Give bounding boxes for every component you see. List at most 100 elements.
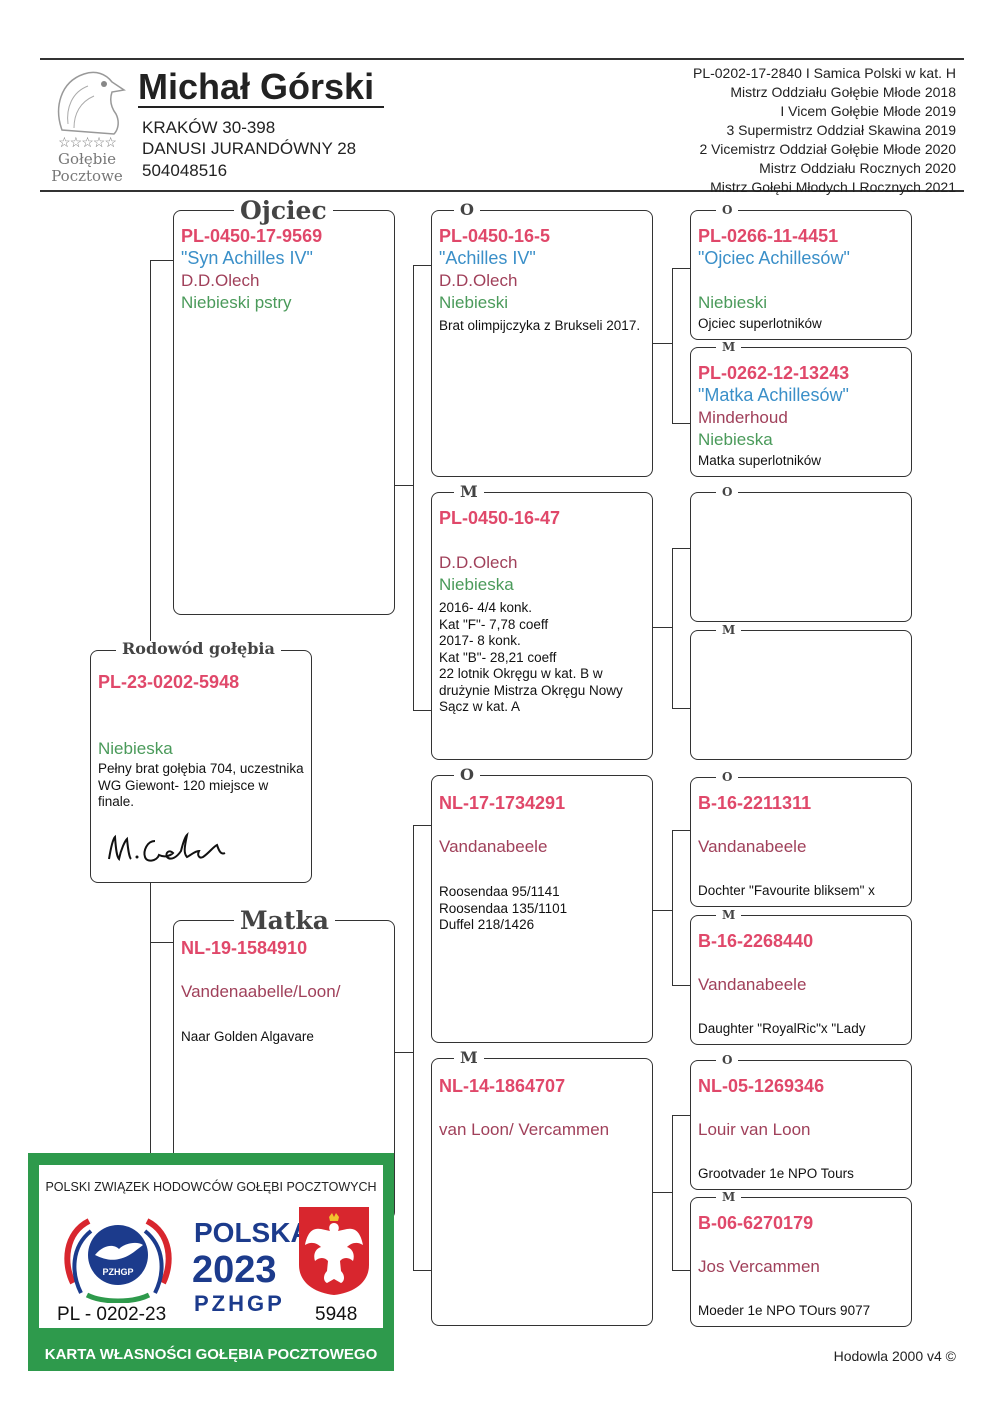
fff-note: Ojciec superlotników	[698, 316, 822, 331]
mother-ring: NL-19-1584910	[181, 938, 308, 958]
connector	[672, 985, 690, 986]
mmf-label: O	[716, 1054, 739, 1066]
header-top-rule	[40, 58, 964, 60]
mfm-box: M B-16-2268440 Vandanabeele Daughter "Ro…	[690, 909, 912, 1045]
connector	[653, 910, 672, 911]
subject-note: Pełny brat gołębia 704, uczestnika WG Gi…	[98, 761, 304, 809]
logo-stars: ☆☆☆☆☆	[58, 134, 117, 150]
card-inner: POLSKI ZWIĄZEK HODOWCÓW GOŁĘBI POCZTOWYC…	[39, 1165, 383, 1328]
mmf-ring: NL-05-1269346	[698, 1076, 825, 1096]
title-line: 2 Vicemistrz Oddział Gołębie Młode 2020	[699, 141, 956, 157]
father-breeder: D.D.Olech	[181, 271, 260, 290]
fm-note-line: Kat "B"- 28,21 coeff	[439, 649, 557, 665]
card-abbr: PZHGP	[194, 1291, 285, 1316]
mf-note-line: Roosendaa 95/1141	[439, 884, 560, 899]
connector	[413, 1270, 431, 1271]
mmm-note: Moeder 1e NPO TOurs 9077	[698, 1303, 871, 1318]
ffm-note: Matka superlotników	[698, 453, 822, 468]
connector	[672, 548, 690, 549]
mff-note: Dochter "Favourite bliksem" x	[698, 883, 875, 898]
owner-name: Michał Górski	[138, 66, 375, 107]
ffm-breeder: Minderhoud	[698, 408, 788, 427]
mf-notes: Roosendaa 95/1141 Roosendaa 135/1101 Duf…	[439, 884, 646, 934]
mother-note: Naar Golden Algavare	[181, 1029, 314, 1044]
connector	[395, 485, 413, 486]
connector	[672, 830, 690, 831]
fff-label: O	[716, 204, 739, 216]
mff-label: O	[716, 771, 739, 783]
connector	[672, 423, 690, 424]
connector	[672, 1270, 690, 1271]
connector	[672, 708, 690, 709]
ff-color: Niebieski	[439, 293, 508, 312]
fmm-box: M	[690, 624, 912, 760]
mm-box: M NL-14-1864707 van Loon/ Vercammen	[431, 1050, 653, 1326]
father-ring: PL-0450-17-9569	[181, 226, 323, 246]
mmm-label: M	[716, 1191, 742, 1203]
connector	[413, 265, 414, 710]
pzhgp-emblem-icon: PZHGP	[64, 1218, 172, 1303]
fff-ring: PL-0266-11-4451	[698, 226, 839, 246]
mmf-breeder: Louir van Loon	[698, 1120, 811, 1139]
signature	[108, 831, 226, 862]
card-ring-number: 5948	[315, 1304, 358, 1325]
mmf-box: O NL-05-1269346 Louir van Loon Grootvade…	[690, 1054, 912, 1190]
connector	[653, 1192, 672, 1193]
connector	[672, 268, 673, 423]
title-line: Mistrz Oddziału Rocznych 2020	[759, 160, 956, 176]
connector	[672, 830, 673, 985]
mff-breeder: Vandanabeele	[698, 837, 807, 856]
mff-ring: B-16-2211311	[698, 793, 812, 813]
mf-note-line: Roosendaa 135/1101	[439, 900, 568, 916]
owner-name-underline	[138, 106, 384, 108]
ffm-color: Niebieska	[698, 430, 773, 449]
mf-label: O	[454, 767, 480, 783]
mfm-breeder: Vandanabeele	[698, 975, 807, 994]
software-footer: Hodowla 2000 v4 ©	[833, 1348, 956, 1364]
title-line: I Vicem Gołębie Młode 2019	[780, 103, 956, 119]
connector	[672, 548, 673, 708]
subject-color: Niebieska	[98, 739, 173, 758]
fm-notes: 2016- 4/4 konk. Kat "F"- 7,78 coeff 2017…	[439, 600, 646, 716]
subject-box: Rodowód gołębia PL-23-0202-5948 Niebiesk…	[90, 641, 312, 883]
mother-label: Matka	[234, 908, 335, 933]
fm-ring: PL-0450-16-47	[439, 508, 561, 528]
mfm-ring: B-16-2268440	[698, 931, 814, 951]
connector	[653, 343, 672, 344]
connector	[150, 942, 174, 943]
fm-note-line: 2017- 8 konk.	[439, 633, 521, 648]
fm-note-line: 22 lotnik Okręgu w kat. B w drużynie Mis…	[439, 666, 623, 714]
mf-breeder: Vandanabeele	[439, 837, 548, 856]
connector	[672, 1115, 690, 1116]
owner-phone: 504048516	[142, 161, 228, 180]
mother-breeder: Vandenaabelle/Loon/	[181, 982, 341, 1001]
card-year: 2023	[192, 1249, 277, 1291]
mfm-note: Daughter "RoyalRic"x "Lady	[698, 1021, 866, 1036]
pigeon-logo: ☆☆☆☆☆ Gołębie Pocztowe	[44, 64, 130, 185]
ff-breeder: D.D.Olech	[439, 271, 518, 290]
title-line: PL-0202-17-2840 I Samica Polski w kat. H	[692, 65, 956, 81]
fmf-label: O	[716, 486, 739, 498]
ffm-label: M	[716, 341, 742, 353]
title-line: Mistrz Oddziału Gołębie Młode 2018	[730, 84, 956, 100]
connector	[413, 265, 431, 266]
mmm-ring: B-06-6270179	[698, 1213, 814, 1233]
ffm-name: "Matka Achillesów"	[698, 385, 849, 405]
connector	[672, 1115, 673, 1270]
connector	[150, 260, 151, 650]
ff-note: Brat olimpijczyka z Brukseli 2017.	[439, 318, 641, 333]
fff-name: "Ojciec Achillesów"	[698, 248, 850, 268]
fmf-box: O	[690, 486, 912, 622]
card-ring-prefix: PL - 0202-23	[57, 1304, 167, 1325]
father-color: Niebieski pstry	[181, 293, 292, 312]
father-name: "Syn Achilles IV"	[181, 248, 313, 268]
emblem-text: PZHGP	[102, 1267, 133, 1277]
mff-box: O B-16-2211311 Vandanabeele Dochter "Fav…	[690, 771, 912, 907]
fff-color: Niebieski	[698, 293, 767, 312]
title-line: 3 Supermistrz Oddział Skawina 2019	[726, 122, 956, 138]
connector	[150, 260, 174, 261]
card-country: POLSKA	[194, 1217, 311, 1248]
father-box: Ojciec PL-0450-17-9569 "Syn Achilles IV"…	[173, 198, 395, 615]
mf-box: O NL-17-1734291 Vandanabeele Roosendaa 9…	[431, 767, 653, 1043]
mmm-breeder: Jos Vercammen	[698, 1257, 820, 1276]
